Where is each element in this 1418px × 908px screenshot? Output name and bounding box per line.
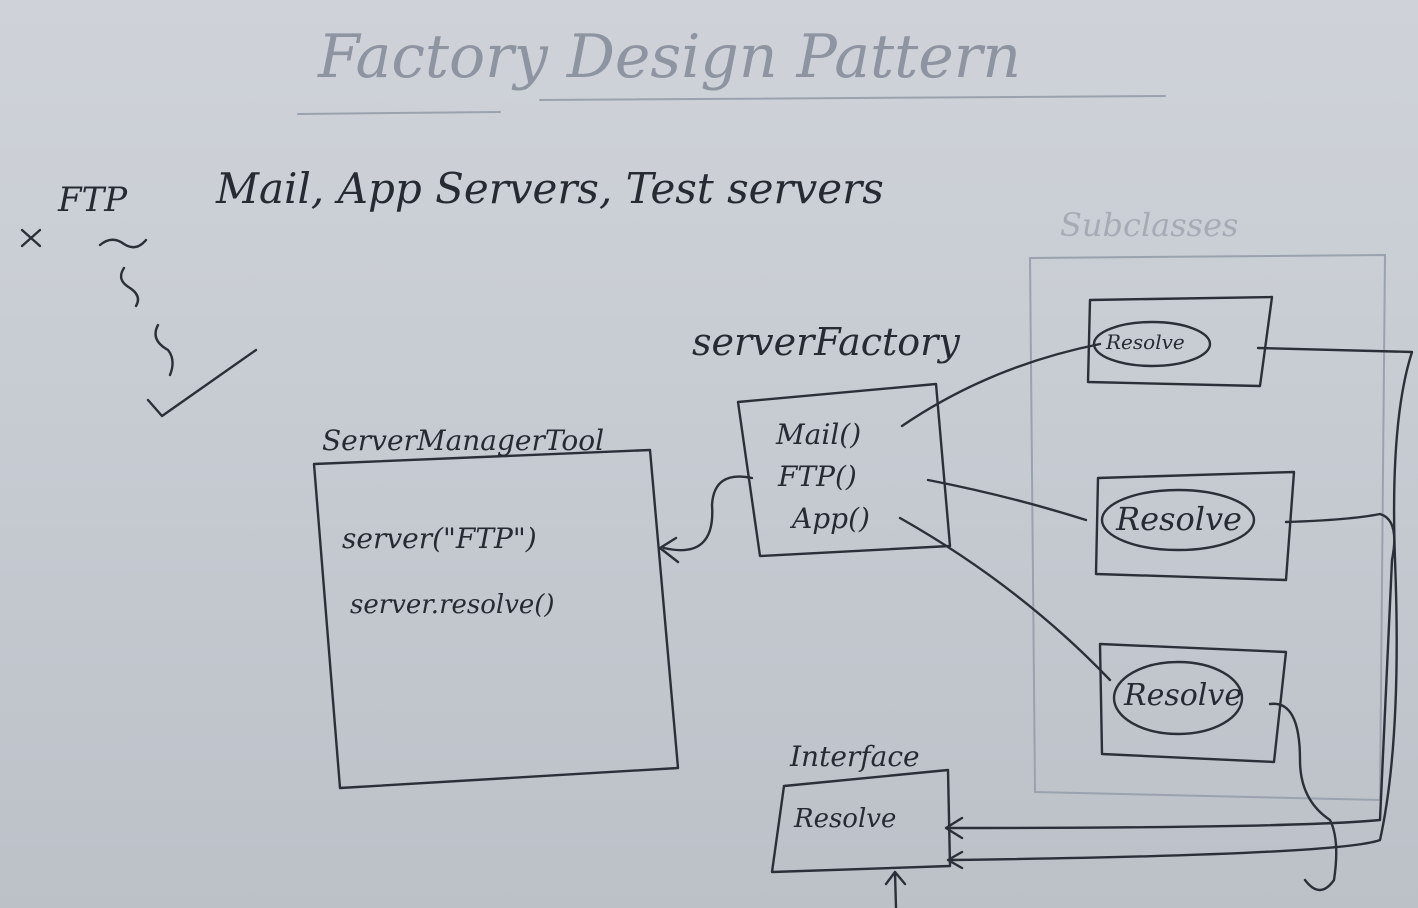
server-factory-label: serverFactory bbox=[692, 320, 960, 364]
subclass-resolve-1: Resolve bbox=[1106, 330, 1185, 354]
ftp-connector bbox=[926, 478, 1088, 522]
subclass-ellipse-2 bbox=[1100, 488, 1256, 552]
subclass-ellipse-1 bbox=[1092, 320, 1212, 368]
subclass-box-3 bbox=[1098, 642, 1288, 764]
servers-list: Mail, App Servers, Test servers bbox=[216, 164, 884, 213]
implements-arrow-3 bbox=[1268, 702, 1338, 892]
manager-line-2: server.resolve() bbox=[350, 590, 555, 620]
interface-method: Resolve bbox=[794, 804, 897, 834]
interface-up-arrow bbox=[884, 870, 907, 908]
cross-mark bbox=[20, 228, 42, 248]
return-arrow bbox=[658, 475, 754, 564]
factory-method-app: App() bbox=[792, 502, 870, 535]
tilde-mark bbox=[98, 238, 148, 249]
page-title: Factory Design Pattern bbox=[318, 22, 1022, 92]
server-factory-box bbox=[736, 382, 952, 558]
check-mark bbox=[146, 348, 258, 418]
factory-method-ftp: FTP() bbox=[778, 460, 857, 493]
interface-box bbox=[770, 768, 952, 874]
mail-connector bbox=[900, 342, 1102, 428]
app-connector bbox=[898, 516, 1112, 682]
implements-arrow-1 bbox=[946, 346, 1414, 870]
implements-arrow-2 bbox=[944, 512, 1396, 840]
subclass-resolve-2: Resolve bbox=[1116, 500, 1242, 538]
factory-method-mail: Mail() bbox=[776, 418, 862, 451]
server-manager-tool-label: ServerManagerTool bbox=[322, 424, 605, 457]
subclass-box-1 bbox=[1086, 295, 1274, 388]
server-manager-tool-box bbox=[312, 448, 680, 790]
squiggle-mark bbox=[119, 266, 174, 377]
interface-label: Interface bbox=[790, 740, 920, 773]
subclasses-label: Subclasses bbox=[1060, 206, 1239, 244]
ftp-label: FTP bbox=[58, 180, 128, 220]
title-underline bbox=[297, 95, 1166, 115]
manager-line-1: server("FTP") bbox=[342, 522, 537, 555]
subclass-box-2 bbox=[1094, 470, 1296, 582]
subclass-ellipse-3 bbox=[1112, 660, 1244, 736]
subclass-resolve-3: Resolve bbox=[1124, 678, 1243, 713]
